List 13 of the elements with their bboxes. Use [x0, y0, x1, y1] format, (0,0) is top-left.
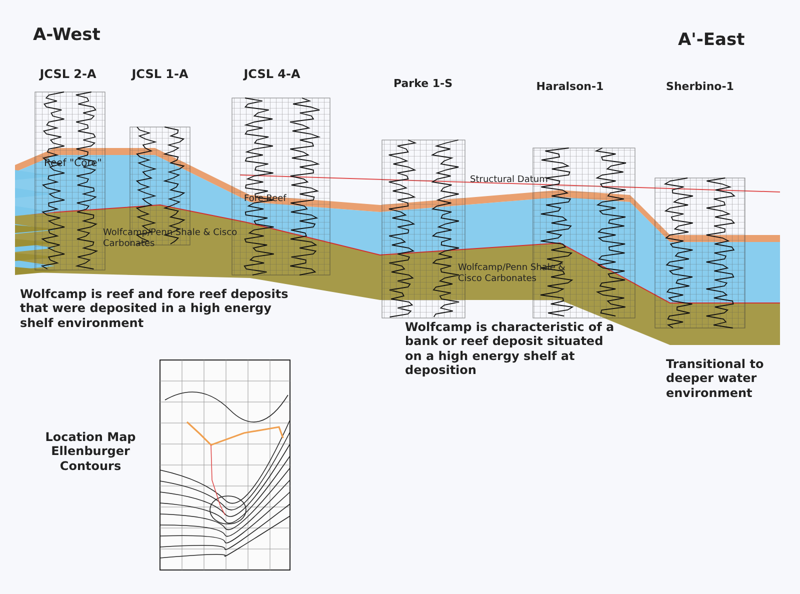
- section-end-label: A'-East: [678, 30, 745, 50]
- well-name: Parke 1-S: [392, 77, 454, 90]
- well-name: Sherbino-1: [665, 80, 735, 94]
- map-caption: Location Map Ellenburger Contours: [44, 430, 137, 474]
- well-name: JCSL 4-A: [242, 67, 302, 82]
- section-end-label: A-West: [33, 25, 100, 46]
- well-name: JCSL 2-A: [38, 67, 98, 82]
- well-name: JCSL 1-A: [130, 67, 190, 82]
- well-name: Haralson-1: [535, 80, 605, 94]
- datum-label: Structural Datum: [470, 175, 548, 186]
- note-text: Wolfcamp is reef and fore reef deposits that were deposited in a high energy shelf environment: [20, 287, 290, 330]
- note-text: Wolfcamp is characteristic of a bank or reef deposit situated on a high energy shelf at deposition: [405, 320, 615, 378]
- note-text: Transitional to deeper water environment: [666, 357, 765, 400]
